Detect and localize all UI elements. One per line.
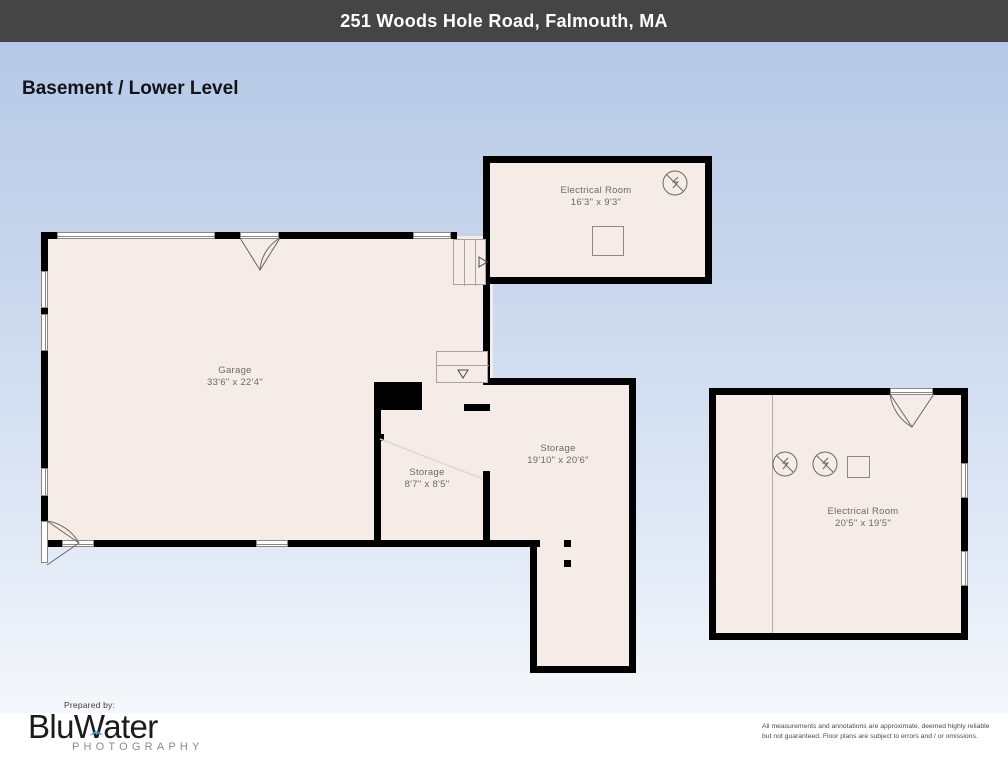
stair-tread — [437, 365, 489, 366]
window-mullion — [964, 464, 966, 497]
support-post-1 — [564, 540, 571, 547]
room-name: Electrical Room — [827, 506, 899, 517]
room-label-storage-large: Storage 19'10" x 20'6" — [478, 443, 638, 467]
stairs-icon-lower — [436, 351, 489, 383]
room-fill-electrical-top — [487, 160, 708, 284]
header-bar: 251 Woods Hole Road, Falmouth, MA — [0, 0, 1008, 42]
window-mullion — [964, 552, 966, 585]
window-mullion — [44, 315, 46, 350]
room-dimensions: 8'7" x 8'5" — [404, 479, 450, 490]
window-garage-left-3 — [41, 468, 48, 496]
panel-box-icon-right — [847, 456, 870, 478]
logo-wordmark: BluWater — [28, 710, 258, 744]
door-gap-mid — [422, 404, 464, 411]
room-name: Electrical Room — [560, 185, 632, 196]
stairs-icon-upper — [453, 239, 486, 286]
wall-garage-bottom — [41, 540, 299, 547]
stair-tread — [475, 240, 476, 286]
level-title: Basement / Lower Level — [22, 78, 239, 99]
wall-electrical-right-left — [709, 388, 716, 640]
door-swing-icon-garage-top — [238, 237, 282, 272]
panel-box-icon-top — [592, 226, 624, 256]
opening-stair-landing — [413, 232, 451, 239]
wall-storage-large-top — [483, 378, 636, 385]
stairs-direction-arrow-lower — [457, 369, 469, 379]
electrical-panel-icon-right-1 — [772, 451, 798, 477]
wall-garage-left — [41, 232, 48, 547]
stairs-direction-arrow-upper — [478, 256, 488, 268]
room-name: Storage — [540, 443, 576, 454]
wall-electrical-top-top — [483, 156, 712, 163]
room-name: Garage — [218, 365, 252, 376]
room-label-garage: Garage 33'6" x 22'4" — [155, 365, 315, 389]
logo-subtitle: PHOTOGRAPHY — [72, 741, 204, 753]
garage-door-opening — [57, 232, 215, 239]
room-fill-electrical-right — [712, 392, 965, 636]
wall-electrical-connector — [483, 277, 490, 385]
wall-storage-small-left — [374, 408, 381, 547]
wall-garage-right-upper — [450, 232, 457, 239]
photographer-logo: Prepared by: BluWater PHOTOGRAPHY — [28, 700, 258, 753]
stair-tread — [464, 240, 465, 286]
wall-electrical-right-top — [709, 388, 968, 395]
window-mullion — [44, 272, 46, 307]
disclaimer-text: All measurements and annotations are app… — [762, 723, 990, 740]
room-dimensions: 33'6" x 22'4" — [206, 377, 263, 388]
wall-electrical-right-bottom — [709, 633, 968, 640]
floor-plan-drawing: Electrical Room 16'3" x 9'3" Garage 33'6… — [0, 42, 1008, 779]
room-label-storage-small: Storage 8'7" x 8'5" — [347, 467, 507, 491]
electrical-panel-icon-right-2 — [812, 451, 838, 477]
wall-electrical-right-right-a — [961, 388, 968, 465]
wall-column-block — [374, 382, 422, 410]
prepared-by-label: Prepared by: — [64, 700, 116, 710]
logo-secondary-text: Water — [73, 708, 158, 745]
room-dimensions: 19'10" x 20'6" — [527, 455, 589, 466]
room-dimensions: 16'3" x 9'3" — [570, 197, 622, 208]
wall-storage-divider-nub — [374, 434, 384, 441]
wall-electrical-right-right-c — [961, 583, 968, 640]
window-garage-left-1 — [41, 271, 48, 308]
wall-electrical-top-bottom — [483, 277, 712, 284]
window-mullion — [414, 235, 450, 237]
window-garage-left-2 — [41, 314, 48, 351]
room-label-electrical-top: Electrical Room 16'3" x 9'3" — [496, 185, 696, 209]
door-swing-icon-electrical-right — [888, 393, 936, 430]
door-opening-electrical-right — [890, 388, 933, 395]
window-mullion — [44, 469, 46, 495]
window-electrical-right-1 — [961, 463, 968, 498]
logo-primary-text: Blu — [28, 708, 75, 745]
wall-lower-wing-left — [530, 540, 537, 673]
wall-electrical-top-right — [705, 156, 712, 284]
wall-stair-right — [483, 232, 490, 285]
garage-door-mullion — [58, 235, 214, 237]
wall-lower-wing-bottom — [530, 666, 636, 673]
wall-electrical-right-right-b — [961, 496, 968, 553]
wall-storage-divider — [483, 471, 490, 547]
window-garage-top-right — [240, 232, 279, 239]
wall-mid-horizontal-right — [464, 404, 490, 411]
wall-garage-bottom-right — [283, 540, 540, 547]
support-post-2 — [564, 560, 571, 567]
partition-line-electrical-right — [772, 395, 773, 633]
footer-band — [0, 713, 1008, 779]
window-electrical-right-2 — [961, 551, 968, 586]
storage-diagonal-guide — [379, 438, 485, 481]
window-mullion — [891, 391, 932, 393]
window-garage-bottom-2 — [256, 540, 288, 547]
electrical-panel-icon-top — [662, 170, 688, 196]
wall-electrical-top-left — [483, 156, 490, 284]
plan-canvas: Basement / Lower Level — [0, 42, 1008, 779]
window-mullion — [257, 543, 287, 545]
wall-storage-large-right — [629, 378, 636, 673]
door-swing-icon-garage-left — [46, 520, 83, 566]
page-title: 251 Woods Hole Road, Falmouth, MA — [340, 10, 668, 31]
room-label-electrical-right: Electrical Room 20'5" x 19'5" — [783, 506, 943, 530]
door-opening-garage-left — [41, 521, 48, 563]
window-mullion — [241, 235, 278, 237]
room-dimensions: 20'5" x 19'5" — [834, 518, 891, 529]
water-drop-icon — [90, 711, 103, 736]
room-name: Storage — [409, 467, 445, 478]
room-fill-lower-wing — [533, 510, 636, 669]
